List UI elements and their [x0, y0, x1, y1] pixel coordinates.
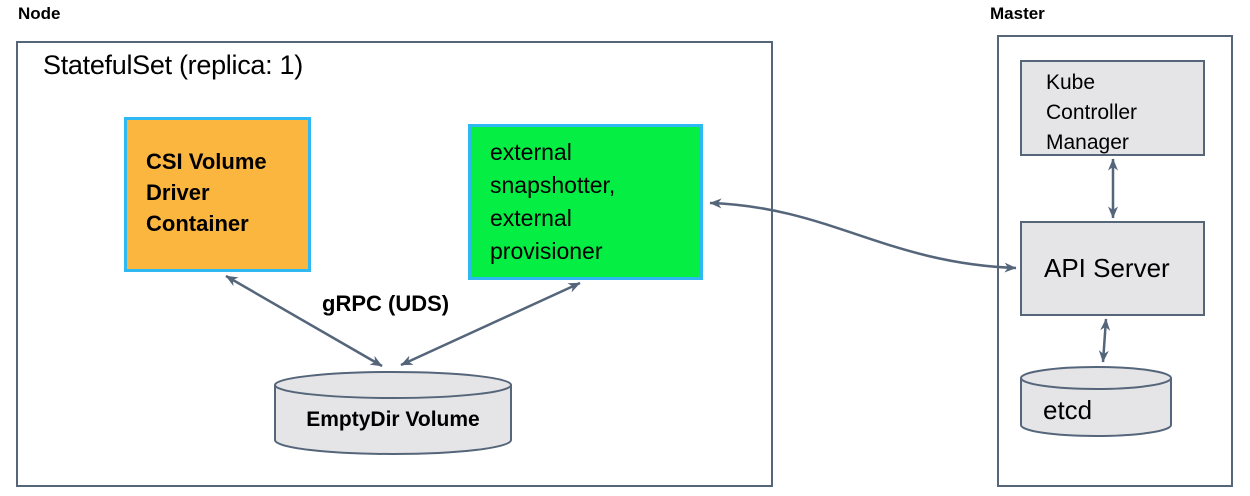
- api-server-box: API Server: [1020, 221, 1205, 316]
- cylinder-icon: [274, 371, 512, 455]
- api-server-label: API Server: [1044, 253, 1170, 283]
- sidecar-box-line: snapshotter,: [490, 172, 616, 198]
- sidecar-box-line: provisioner: [490, 238, 603, 264]
- kcm-line: Manager: [1046, 131, 1129, 154]
- sidecar-box-line: external: [490, 139, 572, 165]
- external-sidecars-box: external snapshotter, external provision…: [468, 124, 703, 280]
- grpc-uds-label: gRPC (UDS): [322, 291, 450, 316]
- kube-controller-manager-box: Kube Controller Manager: [1020, 60, 1205, 156]
- emptydir-volume-cylinder: EmptyDir Volume: [273, 370, 513, 456]
- csi-box-line: Container: [146, 211, 249, 236]
- csi-volume-driver-container-box: CSI Volume Driver Container: [124, 117, 311, 272]
- node-region-label: Node: [18, 4, 61, 23]
- emptydir-volume-label: EmptyDir Volume: [306, 408, 480, 431]
- statefulset-label: StatefulSet (replica: 1): [43, 50, 303, 80]
- csi-box-line: Driver: [146, 180, 210, 205]
- etcd-label: etcd: [1043, 395, 1093, 425]
- etcd-cylinder: etcd: [1019, 365, 1173, 437]
- csi-box-line: CSI Volume: [146, 149, 267, 174]
- sidecar-box-line: external: [490, 205, 572, 231]
- kcm-line: Kube: [1046, 71, 1096, 94]
- master-region-label: Master: [990, 4, 1045, 23]
- kcm-line: Controller: [1046, 101, 1138, 124]
- cylinder-icon: [1020, 366, 1172, 437]
